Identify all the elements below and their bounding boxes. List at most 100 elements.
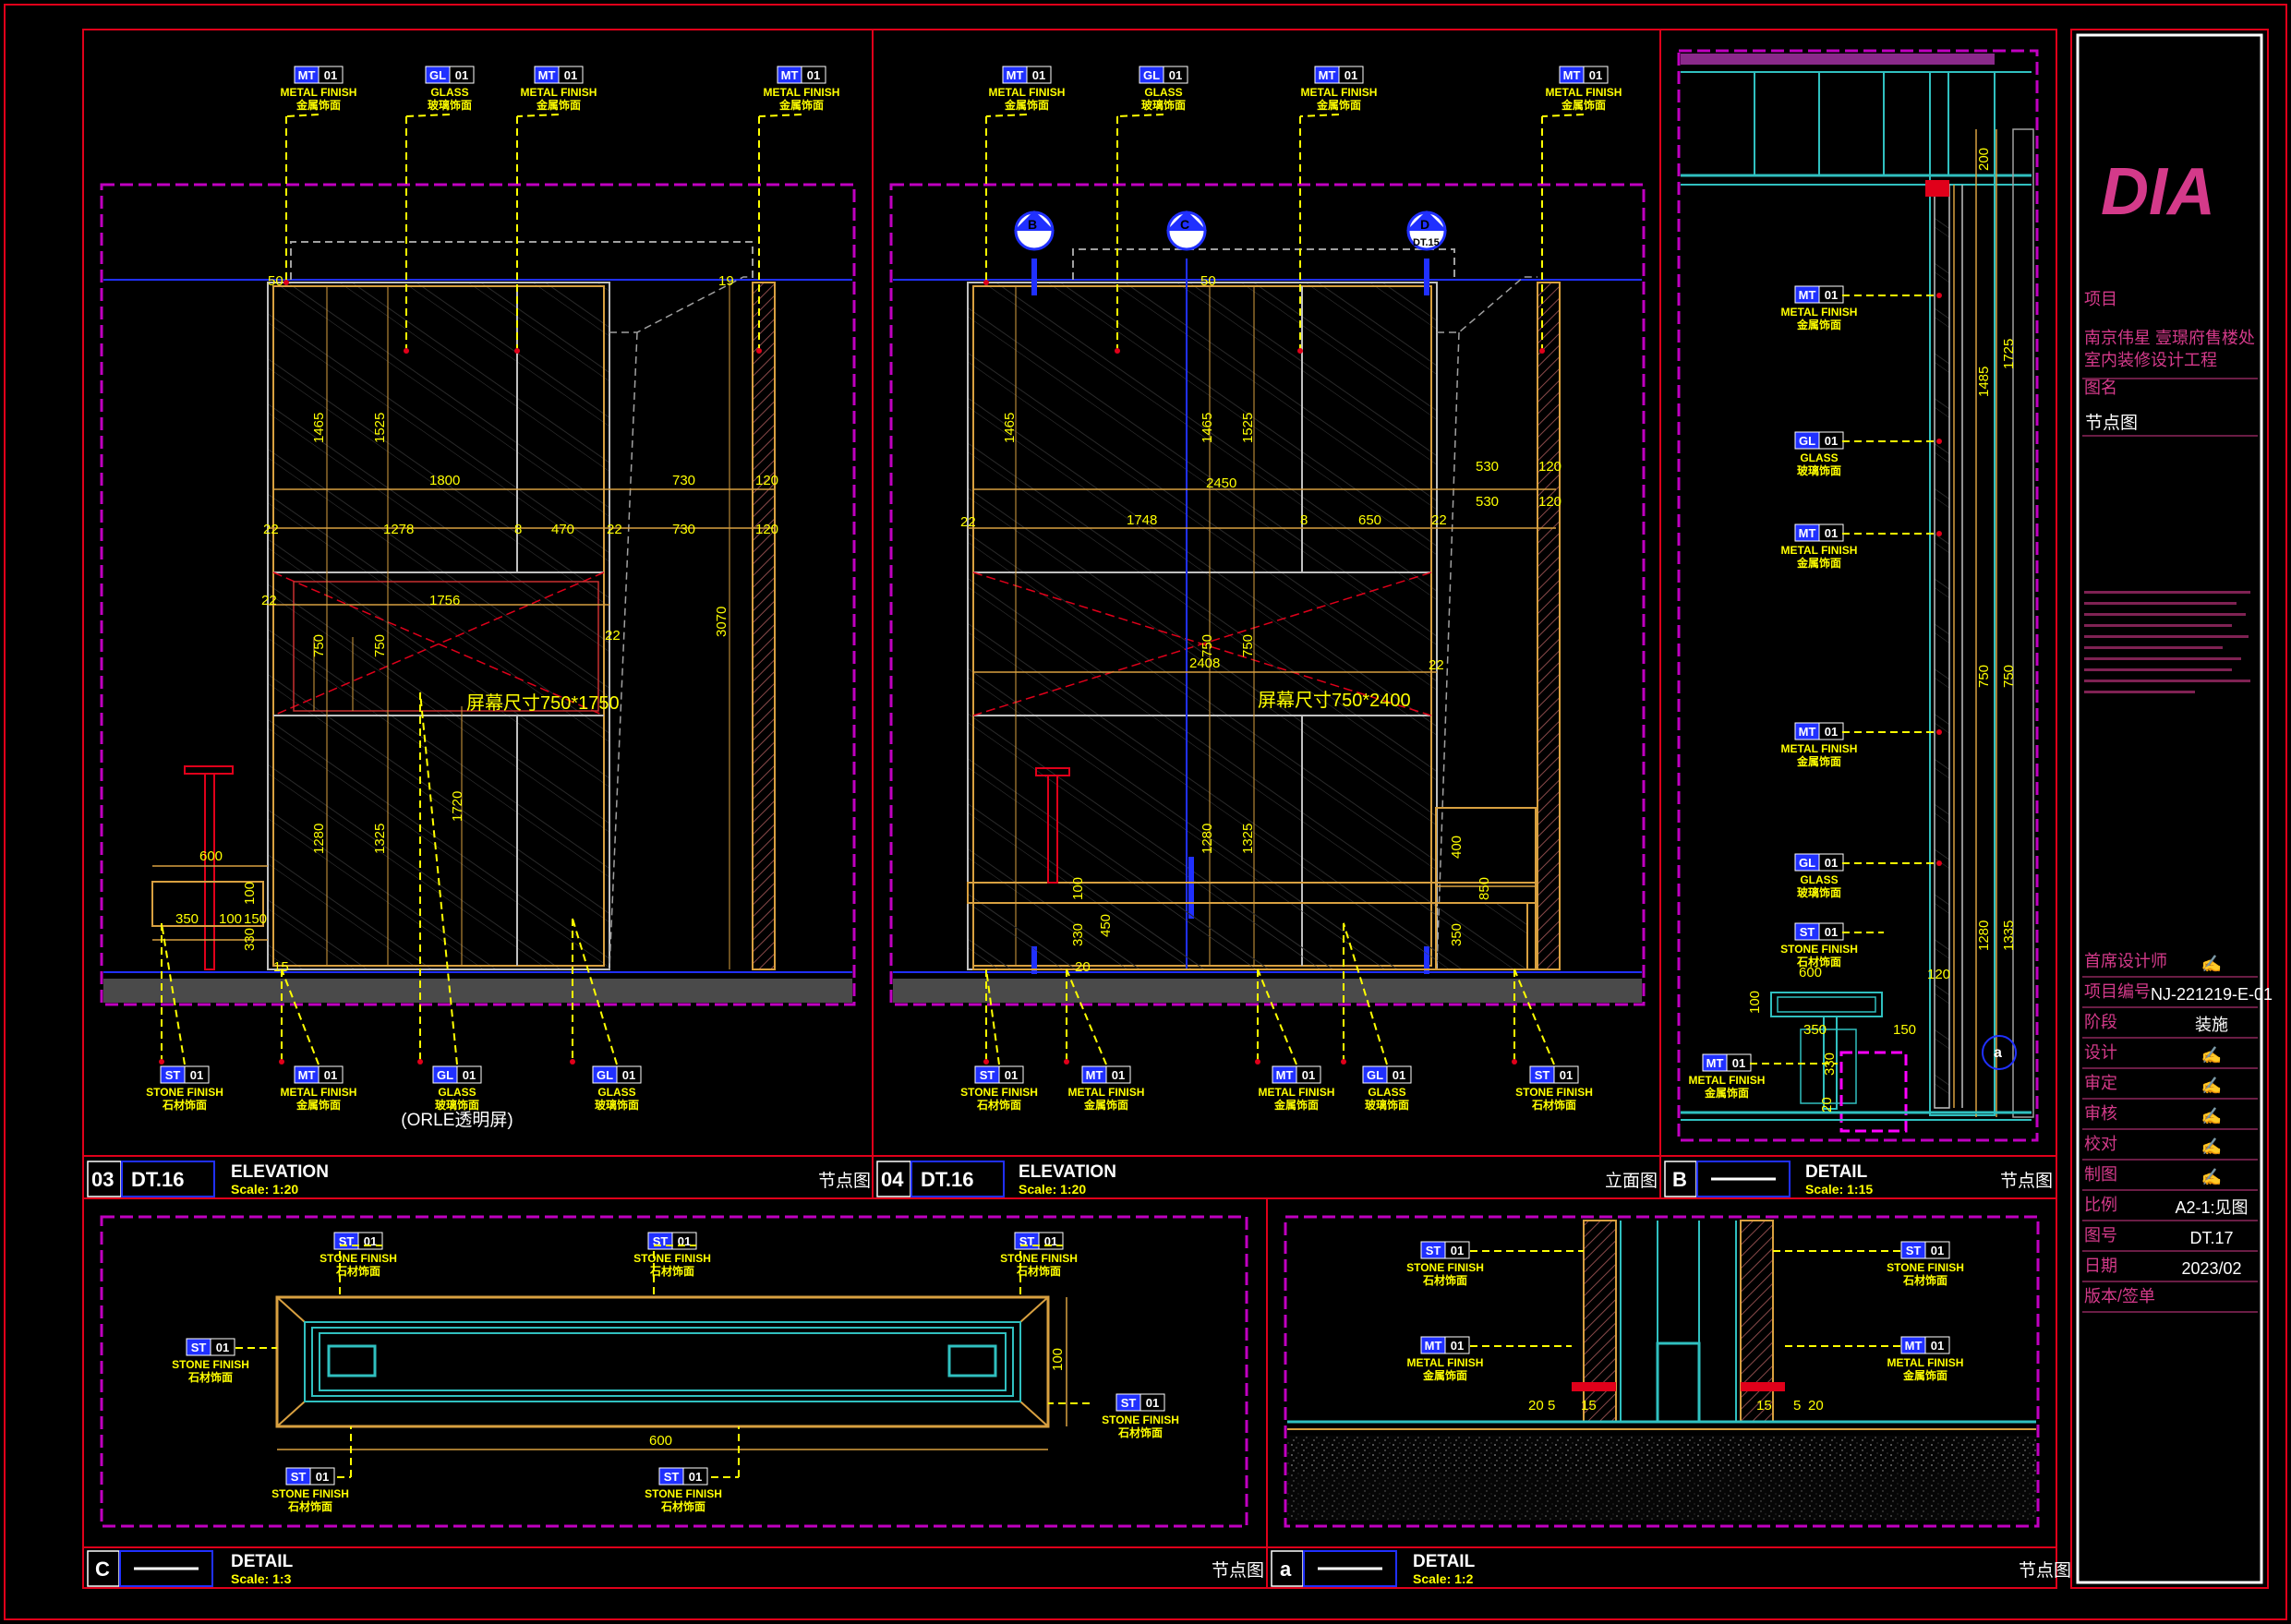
view-b-title: DETAIL bbox=[1805, 1162, 1868, 1182]
dim-400: 400 bbox=[1449, 836, 1465, 859]
section-marker-d[interactable]: D DT.15 bbox=[1406, 211, 1447, 251]
dim-330: 330 bbox=[1822, 1053, 1838, 1076]
title-row-label: 日期 bbox=[2084, 1257, 2117, 1275]
callout-num: 01 bbox=[1825, 856, 1838, 870]
title-row-label: 阶段 bbox=[2084, 1013, 2117, 1031]
callout-num: 01 bbox=[689, 1470, 702, 1484]
callout-num: 01 bbox=[1451, 1339, 1464, 1353]
hatched-wall-03 bbox=[752, 282, 776, 970]
callout-code: GL bbox=[1799, 856, 1815, 870]
title-block: DIA 项目 南京伟星 壹璟府售楼处 室内装修设计工程 图名 节点图 bbox=[2070, 29, 2269, 1589]
view-a-number: a bbox=[1280, 1558, 1292, 1581]
callout-en: GLASS bbox=[1144, 86, 1182, 99]
callout-zh: 石材饰面 bbox=[187, 1370, 233, 1384]
callout-num: 01 bbox=[1825, 925, 1838, 939]
callout-zh: 金属饰面 bbox=[1422, 1368, 1467, 1382]
callout-en: METAL FINISH bbox=[1068, 1086, 1145, 1099]
dim-1325: 1325 bbox=[372, 824, 388, 854]
callout-num: 01 bbox=[1005, 1068, 1018, 1082]
dim-730: 730 bbox=[672, 473, 695, 488]
dim-100: 100 bbox=[1070, 877, 1086, 900]
callout-gl-note: (ORLE透明屏) bbox=[401, 1110, 512, 1130]
section-marker-c[interactable]: C bbox=[1166, 211, 1207, 251]
callout-num: 01 bbox=[1146, 1396, 1159, 1410]
section-marker-b[interactable]: B bbox=[1014, 211, 1055, 251]
callout-zh: 玻璃饰面 bbox=[1797, 885, 1841, 899]
callout-zh: 石材饰面 bbox=[287, 1499, 332, 1513]
callout-code: MT bbox=[1086, 1068, 1103, 1082]
dim-22: 22 bbox=[1431, 512, 1447, 528]
dim-750: 750 bbox=[1240, 634, 1256, 657]
dim-120: 120 bbox=[1538, 494, 1561, 510]
callout-en: STONE FINISH bbox=[146, 1086, 223, 1099]
title-row-label: 版本/签单 bbox=[2084, 1287, 2155, 1305]
callout-code: ST bbox=[191, 1341, 207, 1354]
dim-600: 600 bbox=[199, 848, 223, 864]
callout-num: 01 bbox=[1302, 1068, 1315, 1082]
title-row: 阶段装施 bbox=[2082, 1013, 2258, 1039]
drawing-label: 图名 bbox=[2084, 379, 2117, 397]
callout-code: GL bbox=[1143, 68, 1160, 82]
callout-en: STONE FINISH bbox=[1780, 943, 1858, 956]
view-a-scale: Scale: 1:2 bbox=[1413, 1571, 1474, 1586]
view-c-type: 节点图 bbox=[1212, 1560, 1264, 1581]
callout-num: 01 bbox=[807, 68, 820, 82]
callout-zh: 金属饰面 bbox=[1704, 1086, 1749, 1100]
dim-20: 20 bbox=[1808, 1398, 1824, 1413]
dim-150: 150 bbox=[1893, 1022, 1916, 1038]
callout-zh: 金属饰面 bbox=[1004, 98, 1049, 112]
title-row-label: 审定 bbox=[2084, 1074, 2117, 1092]
marker-a-label[interactable]: a bbox=[1994, 1045, 2002, 1061]
marker-b-label: B bbox=[1028, 217, 1037, 232]
view-a-detail: 20 5 15 15 5 20 bbox=[1284, 1215, 2040, 1528]
callout-code: ST bbox=[664, 1470, 680, 1484]
dim-1325: 1325 bbox=[1240, 824, 1256, 854]
callout-en: METAL FINISH bbox=[1259, 1086, 1335, 1099]
title-row-value: NJ-221219-E-01 bbox=[2151, 985, 2273, 1004]
callout-zh: 玻璃饰面 bbox=[435, 1098, 479, 1112]
callout-num: 01 bbox=[622, 1068, 635, 1082]
view-c-title: DETAIL bbox=[231, 1552, 294, 1571]
callout-zh: 石材饰面 bbox=[649, 1264, 694, 1278]
callout-num: 01 bbox=[324, 1068, 337, 1082]
title-row-label: 首席设计师 bbox=[2084, 952, 2167, 970]
title-bar-b: B DETAIL Scale: 1:15 节点图 bbox=[1664, 1161, 2053, 1197]
callout-zh: 金属饰面 bbox=[1902, 1368, 1947, 1382]
title-bar-c: C DETAIL Scale: 1:3 节点图 bbox=[87, 1550, 1264, 1587]
callout-code: MT bbox=[298, 68, 316, 82]
glass-screen-panel-04 bbox=[967, 282, 1438, 970]
glass-screen-panel-03 bbox=[267, 282, 610, 970]
drawing-name: 节点图 bbox=[2085, 413, 2138, 433]
callout-code: MT bbox=[1799, 526, 1816, 540]
callout-en: GLASS bbox=[1800, 873, 1838, 886]
callout-zh: 石材饰面 bbox=[1422, 1273, 1467, 1287]
callout-zh: 金属饰面 bbox=[1273, 1098, 1319, 1112]
project-name-line2: 室内装修设计工程 bbox=[2084, 351, 2217, 369]
dim-22: 22 bbox=[261, 593, 277, 608]
callout-en: METAL FINISH bbox=[1689, 1074, 1766, 1087]
callout-en: STONE FINISH bbox=[1515, 1086, 1593, 1099]
callout-code: MT bbox=[1563, 68, 1581, 82]
dim-750: 750 bbox=[311, 634, 327, 657]
callout-en: STONE FINISH bbox=[1887, 1261, 1964, 1274]
title-bar-a: a DETAIL Scale: 1:2 节点图 bbox=[1271, 1550, 2071, 1587]
callout-num: 01 bbox=[1560, 1068, 1573, 1082]
